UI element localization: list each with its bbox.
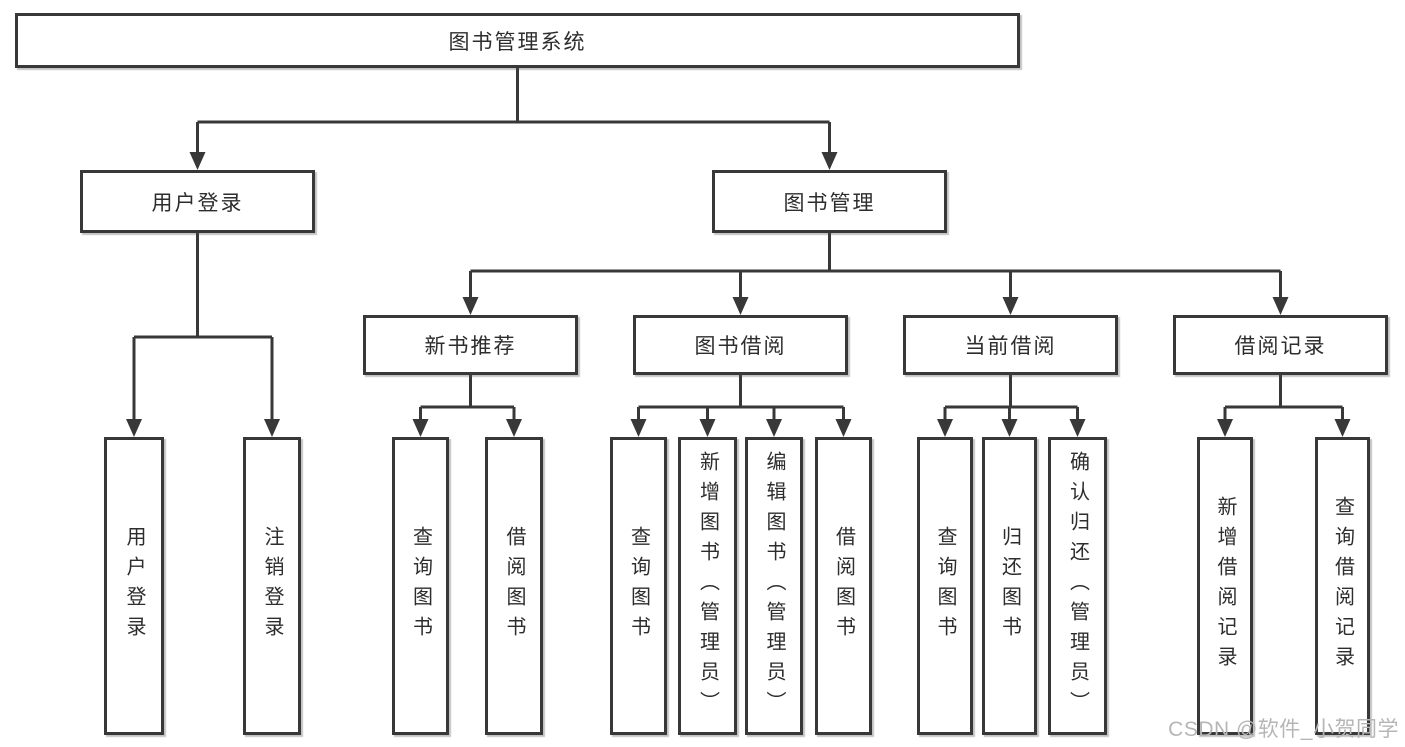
node-label: 新书推荐	[424, 335, 517, 358]
node-label: 注销登录	[261, 526, 283, 646]
arrow-down-icon	[1001, 419, 1018, 437]
arrow-down-icon	[126, 419, 142, 437]
arrow-down-icon	[462, 297, 479, 315]
arrow-down-icon	[1069, 419, 1086, 437]
arrow-down-icon	[412, 419, 429, 437]
leaf-logout: 注销登录	[243, 437, 301, 735]
arrow-down-icon	[732, 297, 749, 315]
node-label: 借阅图书	[832, 526, 855, 646]
leaf-edit-books-admin: 编辑图书（管理员）	[745, 437, 803, 735]
arrow-down-icon	[835, 419, 852, 437]
node-label: 图书管理系统	[448, 30, 587, 54]
node-borrow-records: 借阅记录	[1173, 315, 1388, 375]
node-label: 新增图书（管理员）	[696, 451, 719, 721]
arrow-down-icon	[189, 152, 206, 170]
leaf-borrow-books: 借阅图书	[815, 437, 872, 735]
node-current-borrowing: 当前借阅	[903, 315, 1118, 375]
leaf-add-borrow-record: 新增借阅记录	[1197, 437, 1253, 735]
leaf-return-books: 归还图书	[982, 437, 1037, 735]
node-label: 确认归还（管理员）	[1066, 451, 1089, 721]
node-label: 查询借阅记录	[1331, 496, 1354, 676]
node-book-borrowing: 图书借阅	[633, 315, 848, 375]
arrow-down-icon	[1272, 297, 1289, 315]
node-root-system: 图书管理系统	[15, 13, 1020, 68]
node-label: 新增借阅记录	[1214, 496, 1236, 676]
arrow-down-icon	[699, 419, 716, 437]
node-label: 编辑图书（管理员）	[763, 451, 785, 721]
tree-edges	[132, 68, 1344, 423]
csdn-watermark: CSDN @软件_小贺同学	[1168, 718, 1399, 741]
leaf-add-books-admin: 新增图书（管理员）	[678, 437, 737, 735]
arrow-down-icon	[1334, 419, 1351, 437]
node-book-management: 图书管理	[712, 170, 947, 233]
leaf-borrow-books-recommend: 借阅图书	[485, 437, 543, 735]
node-label: 当前借阅	[964, 335, 1057, 358]
node-label: 归还图书	[998, 526, 1021, 646]
node-user-login: 用户登录	[80, 170, 315, 233]
arrowheads	[126, 152, 1351, 437]
leaf-query-books-current: 查询图书	[917, 437, 973, 735]
node-label: 借阅图书	[503, 526, 525, 646]
arrow-down-icon	[937, 419, 953, 437]
node-label: 用户登录	[123, 526, 145, 646]
node-label: 查询图书	[934, 526, 956, 646]
arrow-down-icon	[264, 419, 280, 437]
arrow-down-icon	[1217, 419, 1233, 437]
leaf-user-login: 用户登录	[104, 437, 164, 735]
arrow-down-icon	[1002, 297, 1019, 315]
leaf-confirm-return-admin: 确认归还（管理员）	[1048, 437, 1107, 735]
node-label: 图书管理	[783, 191, 876, 215]
node-new-book-recommend: 新书推荐	[363, 315, 578, 375]
node-label: 借阅记录	[1234, 335, 1327, 358]
arrow-down-icon	[821, 152, 838, 170]
node-label: 查询图书	[627, 526, 650, 646]
arrow-down-icon	[630, 419, 647, 437]
arrow-down-icon	[766, 419, 782, 437]
leaf-query-books-borrowing: 查询图书	[610, 437, 667, 735]
leaf-query-books-recommend: 查询图书	[392, 437, 449, 735]
node-label: 图书借阅	[694, 335, 787, 358]
node-label: 查询图书	[409, 526, 432, 646]
arrow-down-icon	[506, 419, 522, 437]
node-label: 用户登录	[151, 191, 244, 215]
leaf-query-borrow-record: 查询借阅记录	[1315, 437, 1370, 735]
